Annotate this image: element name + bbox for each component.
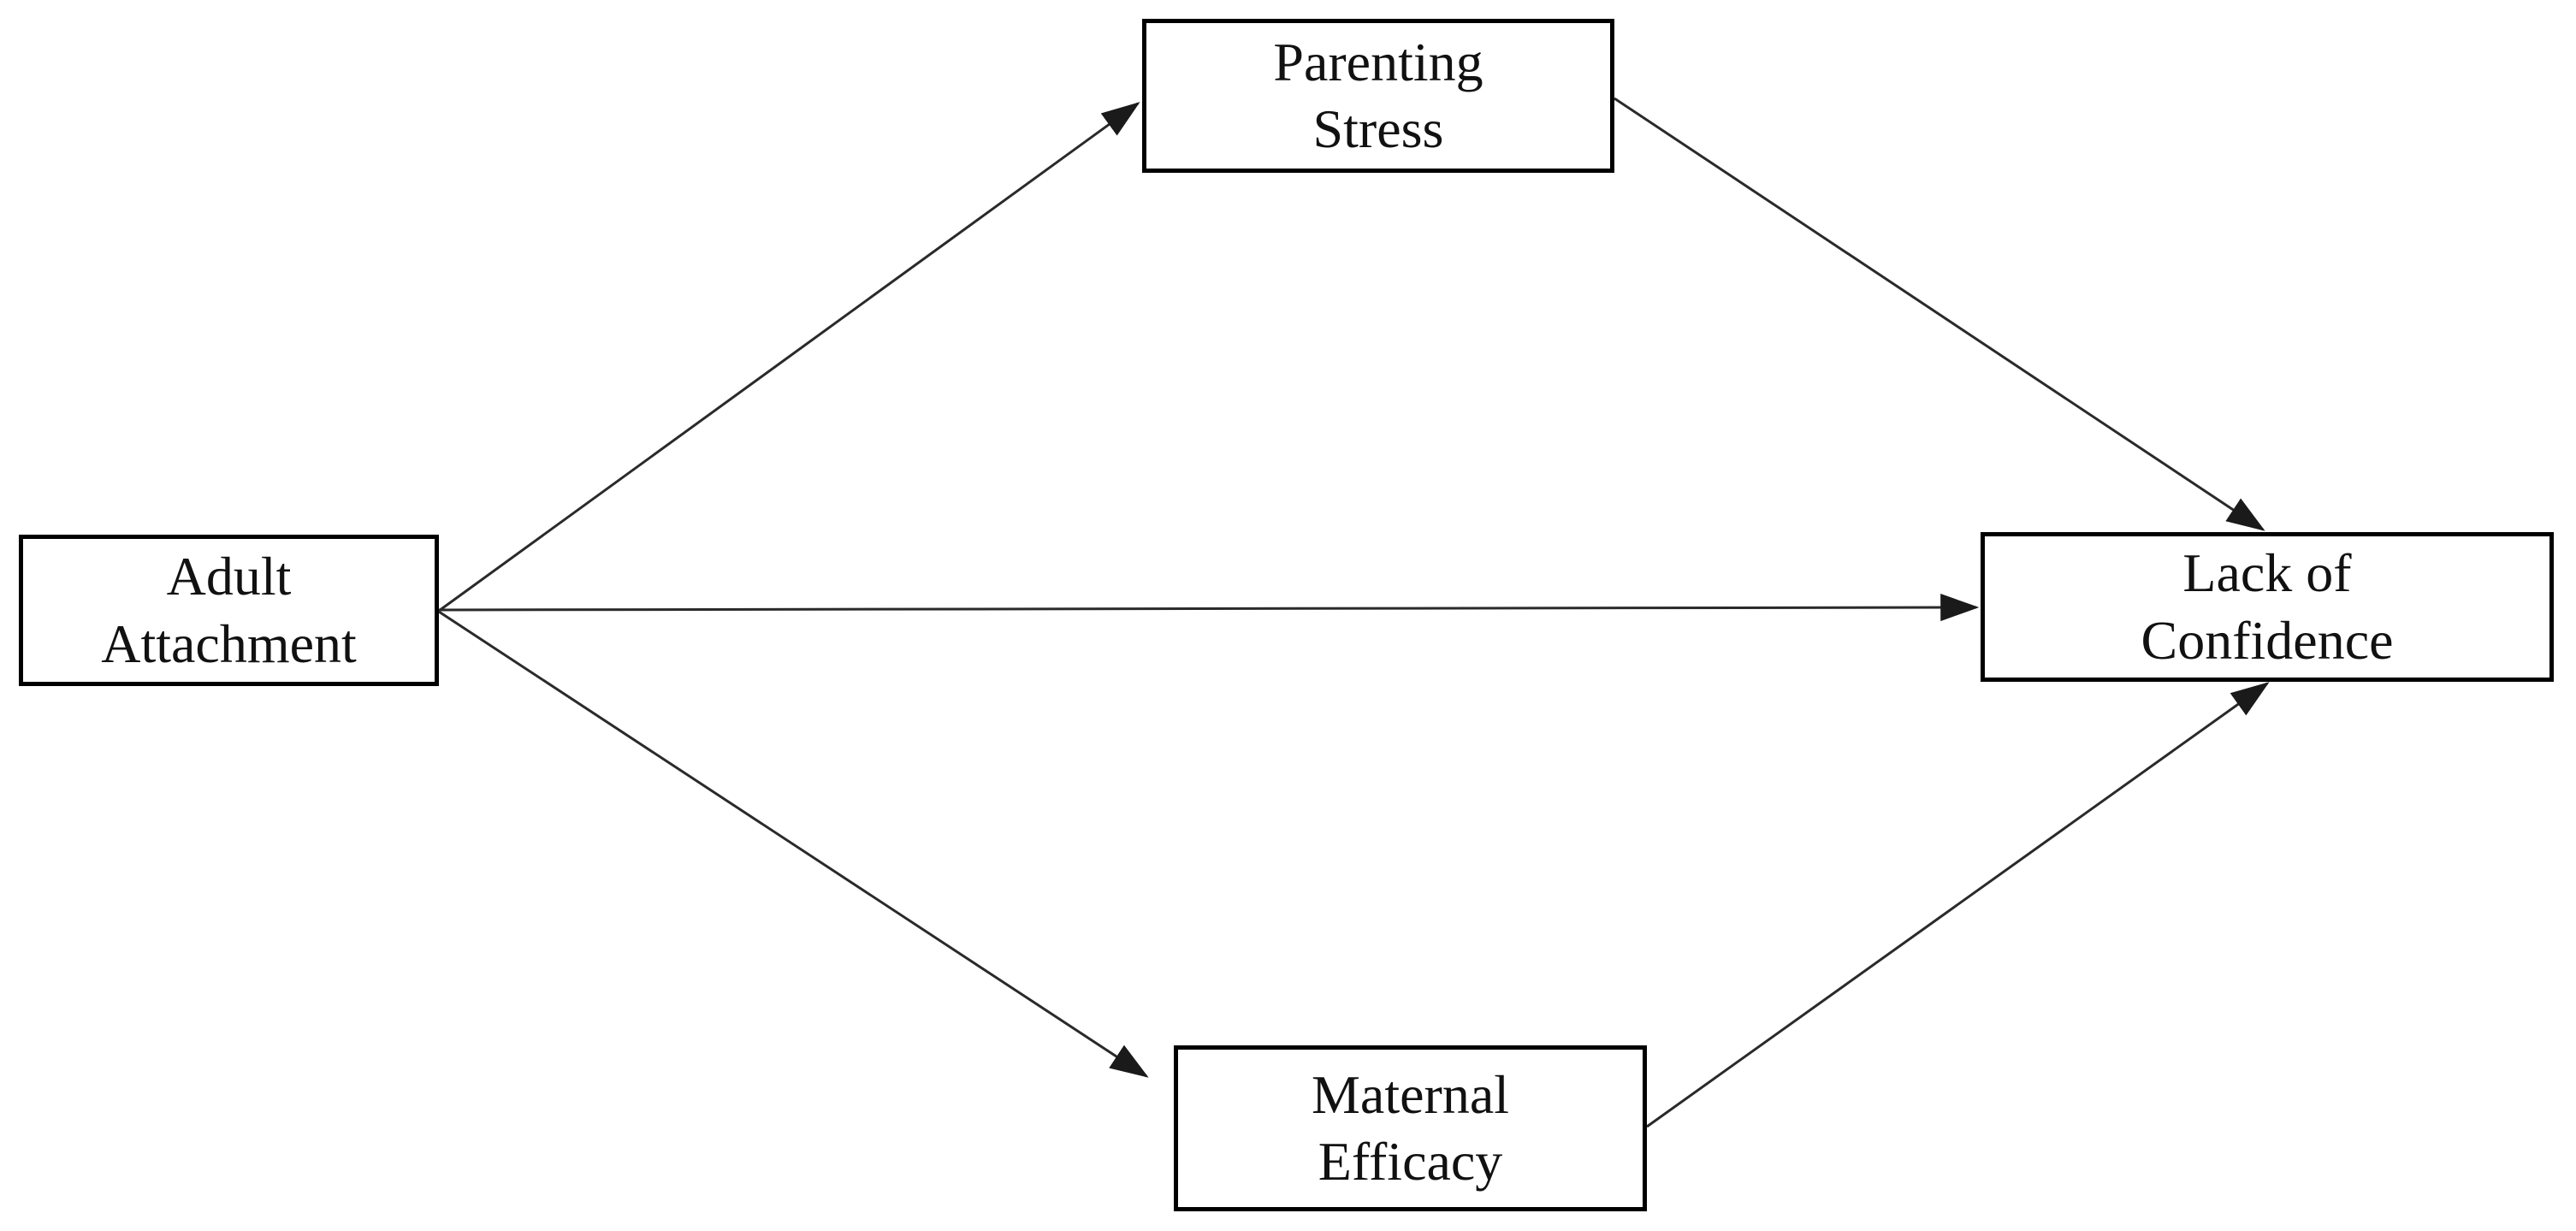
- node-adult-attachment: Adult Attachment: [19, 535, 439, 686]
- node-label: Efficacy: [1318, 1131, 1503, 1192]
- node-label: Parenting: [1273, 31, 1483, 92]
- node-label: Attachment: [101, 613, 357, 674]
- edge-maternal-efficacy-to-lack-of-confidence: [1646, 682, 2270, 1128]
- edge-parenting-stress-to-lack-of-confidence: [1614, 97, 2265, 531]
- node-label: Confidence: [2141, 609, 2394, 671]
- node-label: Adult: [166, 546, 292, 607]
- node-lack-of-confidence: Lack of Confidence: [1981, 532, 2554, 682]
- node-label: Maternal: [1312, 1063, 1509, 1125]
- edge-adult-attachment-to-parenting-stress: [438, 102, 1140, 613]
- edge-adult-attachment-to-maternal-efficacy: [438, 610, 1149, 1078]
- node-label: Stress: [1312, 98, 1444, 159]
- node-parenting-stress: Parenting Stress: [1142, 19, 1614, 173]
- node-maternal-efficacy: Maternal Efficacy: [1174, 1045, 1647, 1211]
- edge-adult-attachment-to-lack-of-confidence: [438, 593, 1980, 622]
- node-label: Lack of: [2182, 542, 2352, 604]
